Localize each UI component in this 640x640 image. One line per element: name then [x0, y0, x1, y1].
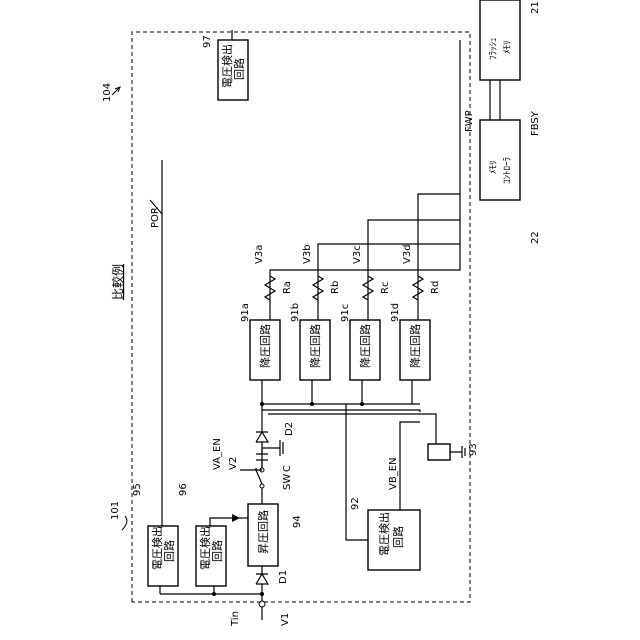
vdet95-text-2: 回路	[163, 540, 176, 562]
diode-d2-symbol	[256, 432, 268, 442]
vdet96-text-1: 電圧検出	[198, 526, 212, 570]
reg91d-text: 降圧回路	[408, 324, 422, 368]
fwp-label: FWP	[464, 110, 475, 132]
diode-d1-symbol	[256, 574, 268, 584]
vdet97-text-2: 回路	[233, 58, 246, 80]
v3d-wire	[418, 194, 460, 320]
reg91c-text: 降圧回路	[358, 324, 372, 368]
regulator-91a: 降圧回路	[250, 320, 280, 380]
sw-label: SW	[282, 474, 293, 490]
v3c-label: V3c	[352, 245, 363, 264]
fbsy-label: FBSY	[530, 110, 541, 136]
boost-ref: 94	[292, 515, 303, 528]
v3a-label: V3a	[254, 245, 265, 264]
input-terminal-label: Tin	[230, 611, 241, 627]
reg91b-text: 降圧回路	[308, 324, 322, 368]
flash-memory-21	[480, 0, 520, 80]
ctrl-text-2: ｺﾝﾄﾛｰﾗ	[502, 157, 513, 184]
rail-node-c	[360, 402, 364, 406]
rc-label: Rc	[380, 282, 391, 294]
block93-ground	[450, 446, 465, 458]
reg91d-ref: 91d	[390, 303, 401, 322]
v3d-label: V3d	[402, 244, 413, 264]
block-93	[428, 444, 450, 460]
vdet95-ref: 95	[132, 483, 143, 496]
va-en-label: VA_EN	[212, 438, 223, 470]
flash-text-2: ﾒﾓﾘ	[503, 40, 513, 54]
ctrl-ref: 22	[530, 231, 541, 244]
vdet92-input-wire	[346, 404, 368, 540]
cap-ground-symbol	[280, 440, 283, 456]
sw-contact	[260, 484, 264, 488]
board-ref-leader	[122, 516, 127, 530]
input-node-dot	[260, 592, 264, 596]
diode-d1-label: D1	[278, 570, 289, 584]
input-voltage-label: V1	[280, 613, 291, 626]
vdet97-text-1: 電圧検出	[220, 44, 234, 88]
flash-ref: 21	[530, 1, 541, 14]
reg91b-ref: 91b	[290, 303, 301, 322]
cap-ground-wire	[262, 448, 280, 454]
ra-label: Ra	[282, 281, 293, 294]
device-ref-label: 104	[102, 83, 113, 102]
reg91a-ref: 91a	[240, 303, 251, 322]
ctrl-text-1: ﾒﾓﾘ	[489, 160, 499, 174]
cap-c-label: C	[282, 465, 293, 472]
vdet96-ref: 96	[178, 483, 189, 496]
regulator-91c: 降圧回路	[350, 320, 380, 380]
vb-en-label: VB_EN	[388, 458, 399, 491]
vdet96-text-2: 回路	[211, 540, 224, 562]
vb-en-wire	[400, 422, 420, 510]
reg91c-ref: 91c	[340, 304, 351, 322]
vdet92-ref: 92	[350, 497, 361, 510]
rail-node-b	[310, 402, 314, 406]
vdet97-ref: 97	[202, 35, 213, 48]
boost-text: 昇圧回路	[257, 510, 270, 554]
v3a-wire	[270, 40, 460, 320]
block93-ref: 93	[468, 443, 479, 456]
input-terminal	[259, 601, 265, 607]
regulator-91d: 降圧回路	[400, 320, 430, 380]
rb-label: Rb	[330, 281, 341, 294]
vdet95-text-1: 電圧検出	[150, 526, 164, 570]
enable-bus	[262, 410, 420, 412]
vdet92-text-2: 回路	[392, 526, 405, 548]
v3b-label: V3b	[302, 244, 313, 264]
reg91a-text: 降圧回路	[258, 324, 272, 368]
memory-controller-22	[480, 120, 520, 200]
figure-title: 比較例	[110, 264, 125, 300]
block93-lead	[420, 414, 436, 444]
v2-label: V2	[228, 457, 239, 470]
regulator-91b: 降圧回路	[300, 320, 330, 380]
rd-label: Rd	[430, 281, 441, 294]
flash-text-1: ﾌﾗｯｼｭ	[488, 37, 499, 60]
vdet92-text-1: 電圧検出	[377, 512, 391, 556]
diode-d2-label: D2	[284, 422, 295, 436]
va-en-wire	[210, 518, 234, 526]
board-ref-label: 101	[110, 501, 121, 520]
